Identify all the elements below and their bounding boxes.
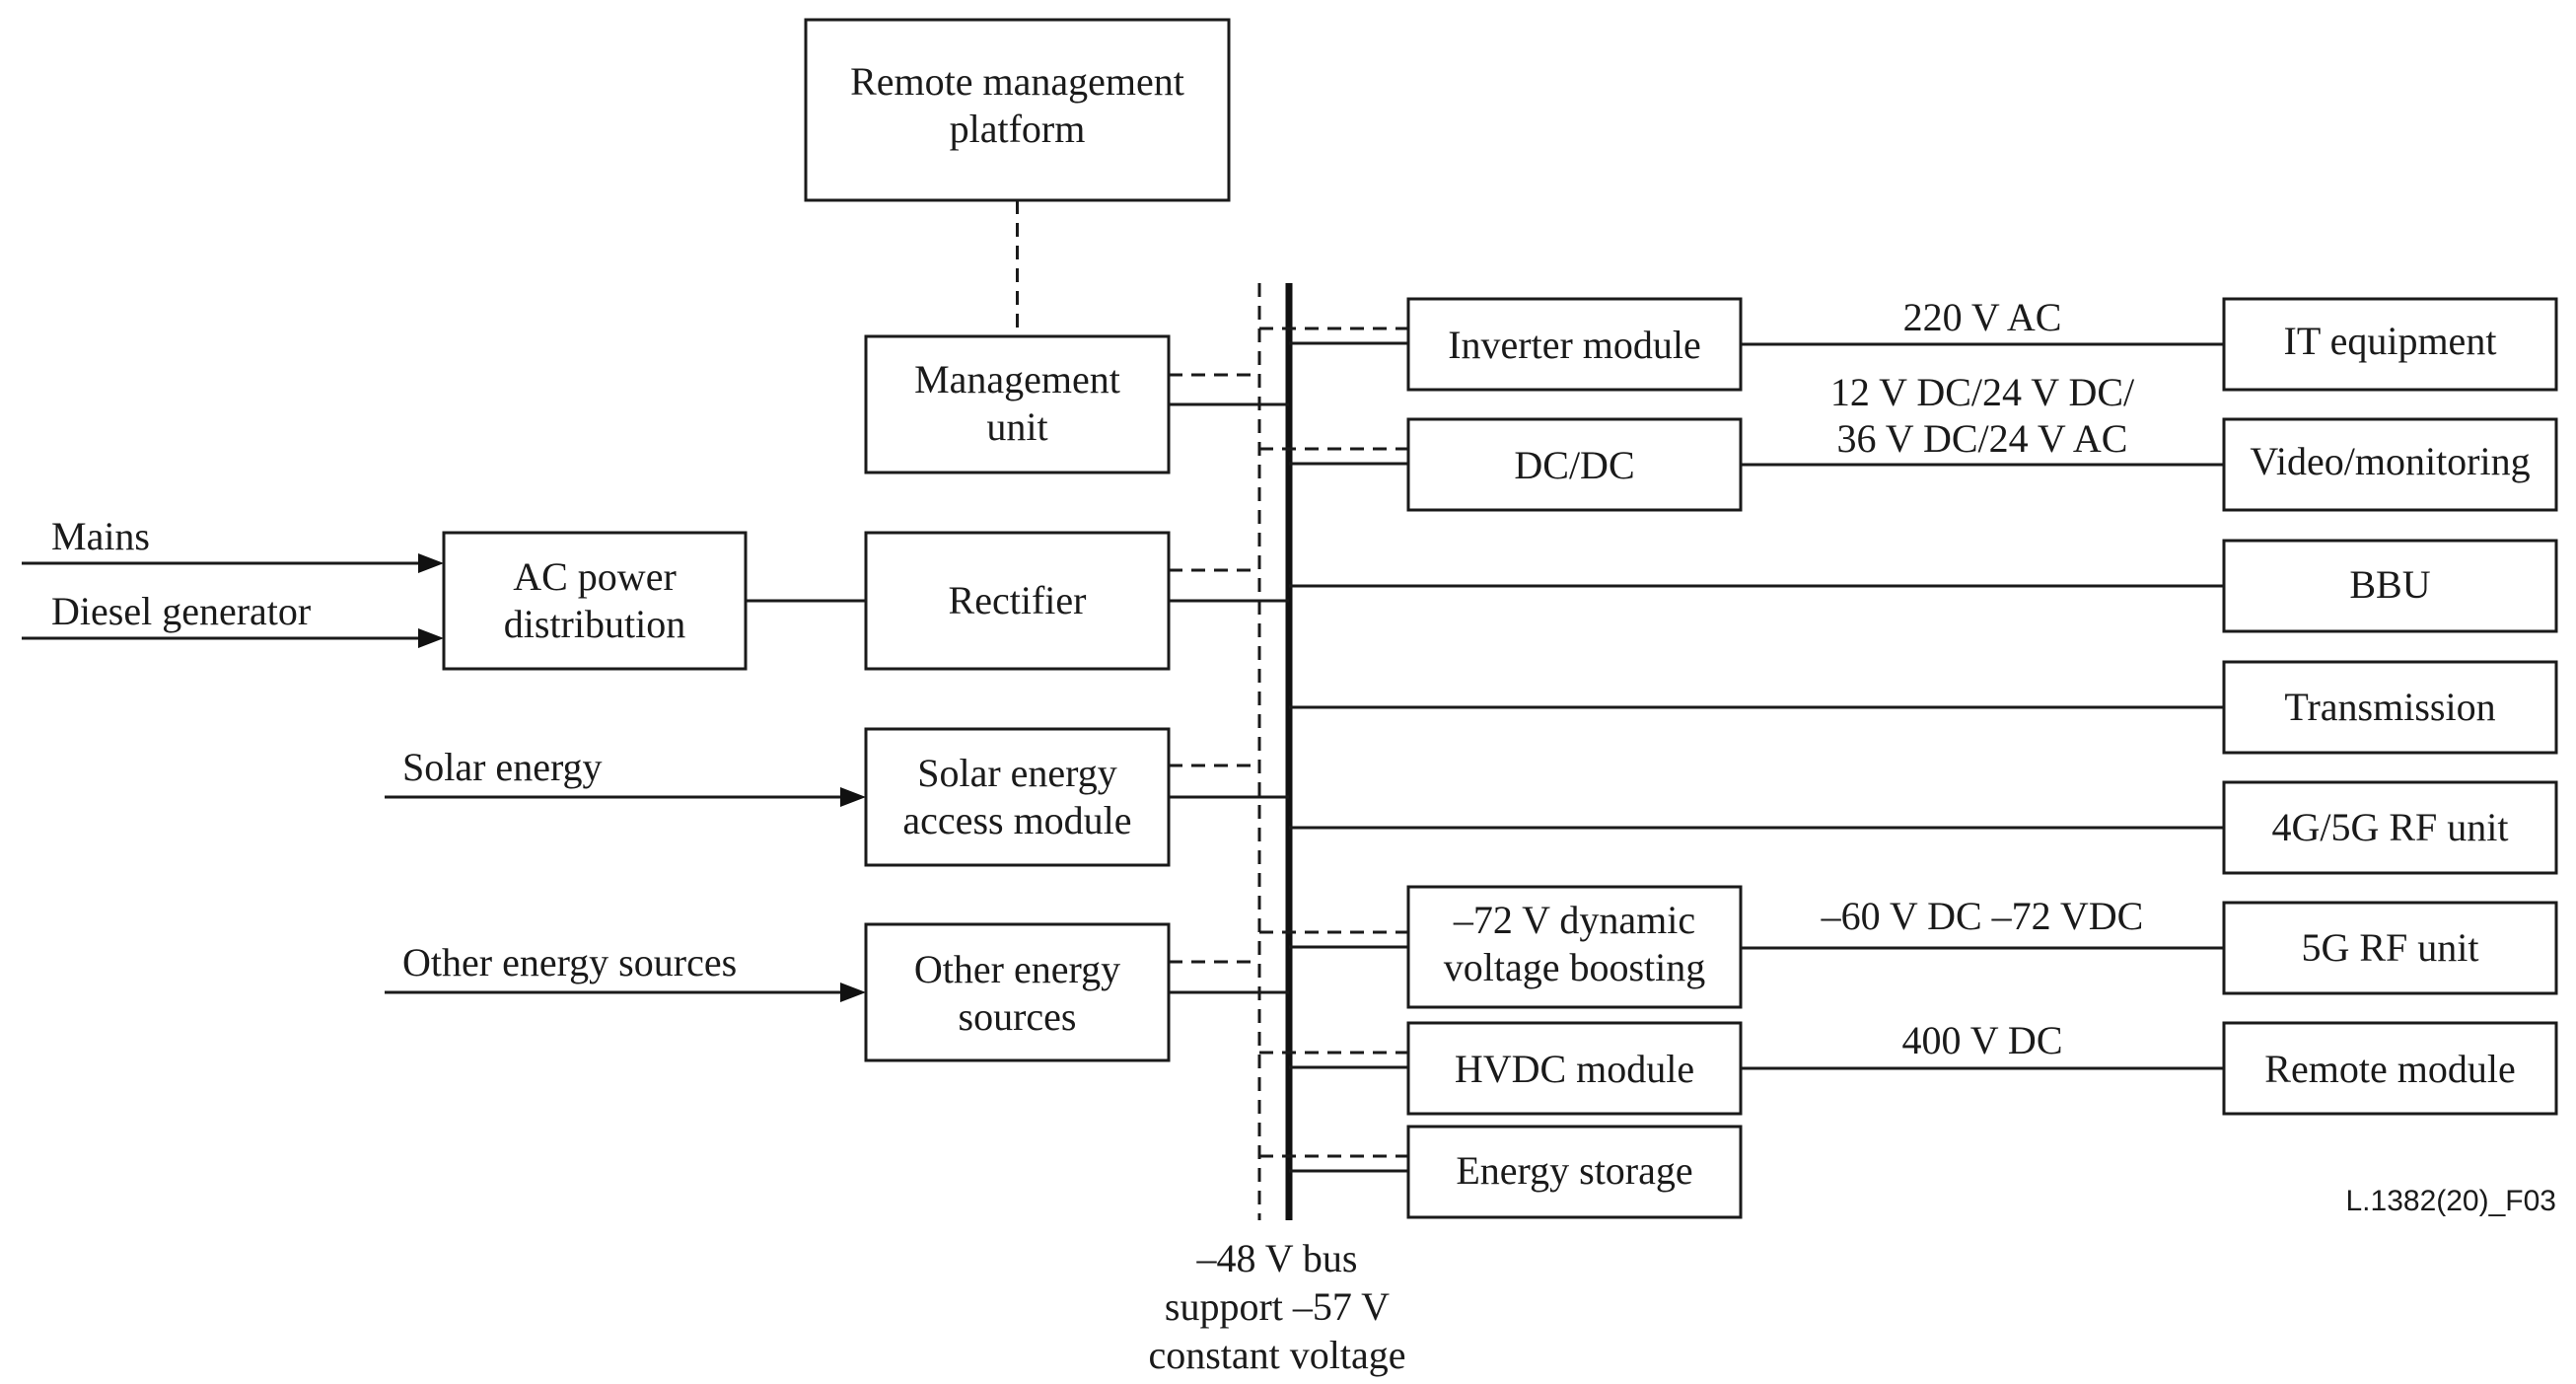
bbu-node: BBU (2222, 539, 2558, 633)
hvdc-module-node: HVDC module (1406, 1021, 1743, 1116)
dc-multi-label-2: 36 V DC/24 V AC (1837, 416, 2128, 461)
other-sources-label-1: Other energy (914, 947, 1120, 991)
solar-arrowhead (840, 787, 866, 807)
energy-storage-node: Energy storage (1406, 1125, 1743, 1219)
other-energy-sources-node: Other energy sources (864, 922, 1171, 1062)
ac-power-distribution-node: AC power distribution (442, 531, 748, 671)
hvdc-module-label: HVDC module (1455, 1047, 1694, 1091)
voltage-boosting-node: –72 V dynamic voltage boosting (1406, 885, 1743, 1009)
inverter-module-label: Inverter module (1448, 323, 1701, 367)
rf-4g5g-node: 4G/5G RF unit (2222, 780, 2558, 875)
dc400-label: 400 V DC (1901, 1018, 2062, 1062)
solar-energy-label: Solar energy (402, 745, 603, 789)
video-monitoring-node: Video/monitoring (2222, 417, 2558, 512)
diesel-generator-label: Diesel generator (51, 589, 311, 633)
video-monitoring-label: Video/monitoring (2250, 439, 2530, 483)
rectifier-label: Rectifier (949, 578, 1087, 622)
management-unit-node: Management unit (864, 334, 1171, 474)
voltage-boosting-label-1: –72 V dynamic (1453, 898, 1695, 942)
dc60-72-label: –60 V DC –72 VDC (1821, 894, 2144, 938)
remote-module-node: Remote module (2222, 1021, 2558, 1116)
energy-storage-label: Energy storage (1456, 1148, 1692, 1193)
bus-label-3: constant voltage (1148, 1333, 1405, 1377)
bus-label-1: –48 V bus (1195, 1236, 1357, 1280)
mains-arrowhead (418, 553, 444, 573)
figure-id-label: L.1382(20)_F03 (2346, 1185, 2557, 1217)
solar-module-label-2: access module (902, 798, 1131, 842)
diesel-arrowhead (418, 628, 444, 648)
transmission-node: Transmission (2222, 660, 2558, 755)
inverter-module-node: Inverter module (1406, 297, 1743, 392)
dc-multi-label-1: 12 V DC/24 V DC/ (1830, 370, 2135, 414)
it-equipment-node: IT equipment (2222, 297, 2558, 392)
solar-module-label-1: Solar energy (917, 751, 1117, 795)
rectifier-node: Rectifier (864, 531, 1171, 671)
dcdc-node: DC/DC (1406, 417, 1743, 512)
mains-label: Mains (51, 514, 150, 558)
remote-module-label: Remote module (2264, 1047, 2515, 1091)
ac-power-distribution-label-2: distribution (504, 602, 685, 646)
remote-management-platform-label-2: platform (950, 107, 1086, 151)
other-energy-sources-label: Other energy sources (402, 940, 737, 984)
solar-energy-access-module-node: Solar energy access module (864, 727, 1171, 867)
ac-power-distribution-label-1: AC power (513, 554, 677, 599)
other-sources-arrowhead (840, 983, 866, 1002)
transmission-label: Transmission (2284, 685, 2495, 729)
rf-5g-node: 5G RF unit (2222, 901, 2558, 995)
bbu-label: BBU (2349, 562, 2430, 607)
other-sources-label-2: sources (959, 994, 1077, 1039)
remote-management-platform-node: Remote management platform (804, 18, 1231, 202)
management-unit-label-2: unit (986, 404, 1047, 449)
management-unit-label-1: Management (914, 357, 1120, 401)
voltage-boosting-label-2: voltage boosting (1444, 945, 1706, 989)
it-equipment-label: IT equipment (2284, 319, 2497, 363)
rf-4g5g-label: 4G/5G RF unit (2271, 805, 2508, 849)
rf-5g-label: 5G RF unit (2301, 925, 2478, 970)
ac220-label: 220 V AC (1903, 295, 2062, 339)
bus-label-2: support –57 V (1165, 1284, 1390, 1329)
dcdc-label: DC/DC (1514, 443, 1634, 487)
remote-management-platform-label-1: Remote management (850, 59, 1184, 104)
